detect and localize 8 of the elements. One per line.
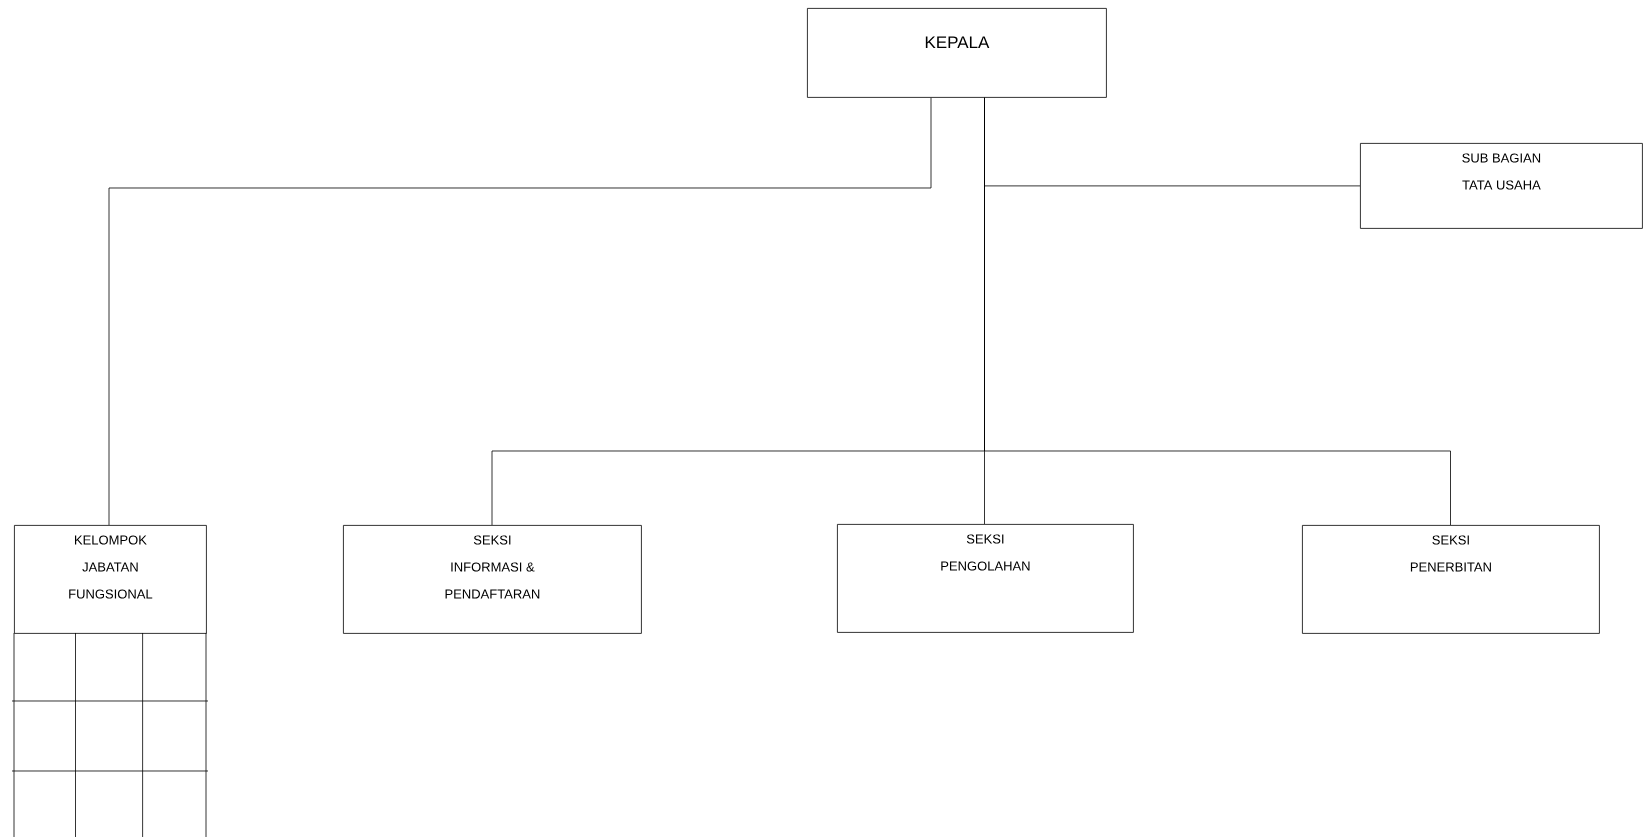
- unit-box: KELOMPOK JABATAN FUNGSIONAL: [14, 525, 207, 634]
- unit-box: SEKSI PENERBITAN: [1302, 525, 1600, 634]
- unit-box: SEKSI INFORMASI & PENDAFTARAN: [343, 525, 642, 634]
- head-box: KEPALA: [807, 8, 1107, 98]
- unit-box: SEKSI PENGOLAHAN: [837, 524, 1134, 633]
- unit-box: SUB BAGIAN TATA USAHA: [1360, 143, 1643, 229]
- connector-line: [984, 97, 1451, 526]
- connector-line: [108, 97, 932, 526]
